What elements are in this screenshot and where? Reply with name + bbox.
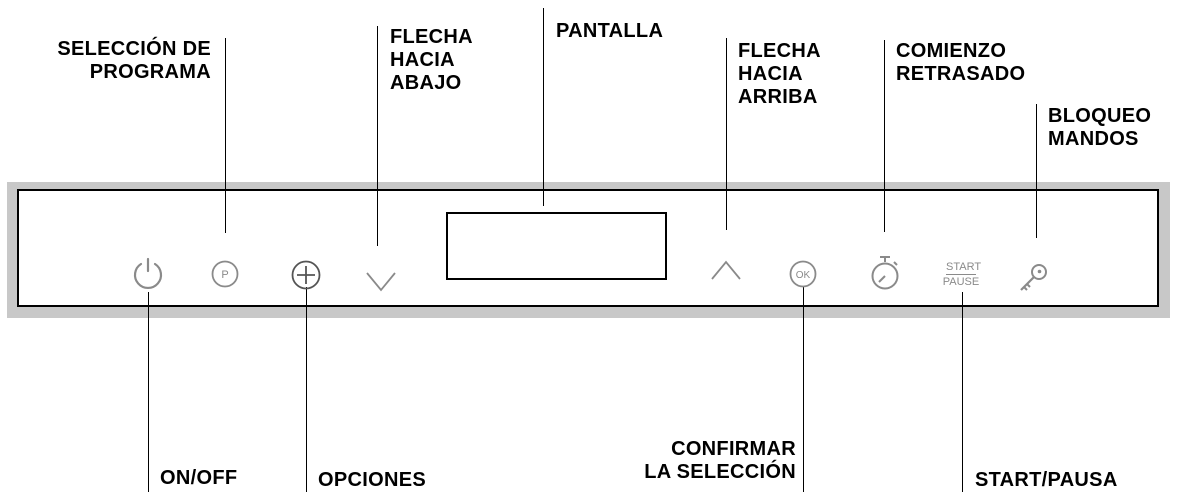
- label-options: OPCIONES: [318, 469, 426, 491]
- leader-line-control-lock: [1036, 104, 1038, 238]
- label-start-pause: START/PAUSA: [975, 469, 1118, 491]
- label-confirm-selection: CONFIRMAR LA SELECCIÓN: [644, 438, 796, 483]
- label-control-lock: BLOQUEO MANDOS: [1048, 105, 1152, 150]
- program-icon[interactable]: P: [210, 259, 240, 289]
- chevron-up-icon[interactable]: [710, 260, 742, 282]
- label-arrow-up: FLECHA HACIA ARRIBA: [738, 40, 821, 108]
- label-on-off: ON/OFF: [160, 467, 238, 489]
- power-icon[interactable]: [130, 256, 166, 292]
- label-program-selection: SELECCIÓN DE PROGRAMA: [57, 38, 211, 83]
- timer-icon[interactable]: [868, 254, 902, 292]
- ok-icon[interactable]: OK: [788, 259, 818, 289]
- plus-icon[interactable]: [290, 259, 322, 291]
- leader-line-confirm: [803, 287, 805, 492]
- leader-line-on-off: [148, 292, 150, 492]
- leader-line-arrow-up: [726, 38, 728, 230]
- leader-line-program: [225, 38, 227, 233]
- label-display: PANTALLA: [556, 20, 664, 42]
- leader-line-delayed-start: [884, 40, 886, 232]
- pause-text: PAUSE: [942, 276, 980, 288]
- leader-line-display: [543, 8, 545, 206]
- start-pause-button[interactable]: START PAUSE: [940, 261, 982, 288]
- start-text: START: [946, 261, 982, 275]
- leader-line-start-pause: [962, 292, 964, 492]
- label-arrow-down: FLECHA HACIA ABAJO: [390, 26, 473, 94]
- key-icon[interactable]: [1016, 262, 1052, 294]
- program-icon-letter: P: [221, 269, 228, 281]
- leader-line-arrow-down: [377, 26, 379, 246]
- label-delayed-start: COMIENZO RETRASADO: [896, 40, 1026, 85]
- leader-line-options: [306, 287, 308, 492]
- display-screen: [446, 212, 667, 280]
- chevron-down-icon[interactable]: [365, 270, 397, 292]
- ok-icon-text: OK: [796, 270, 811, 281]
